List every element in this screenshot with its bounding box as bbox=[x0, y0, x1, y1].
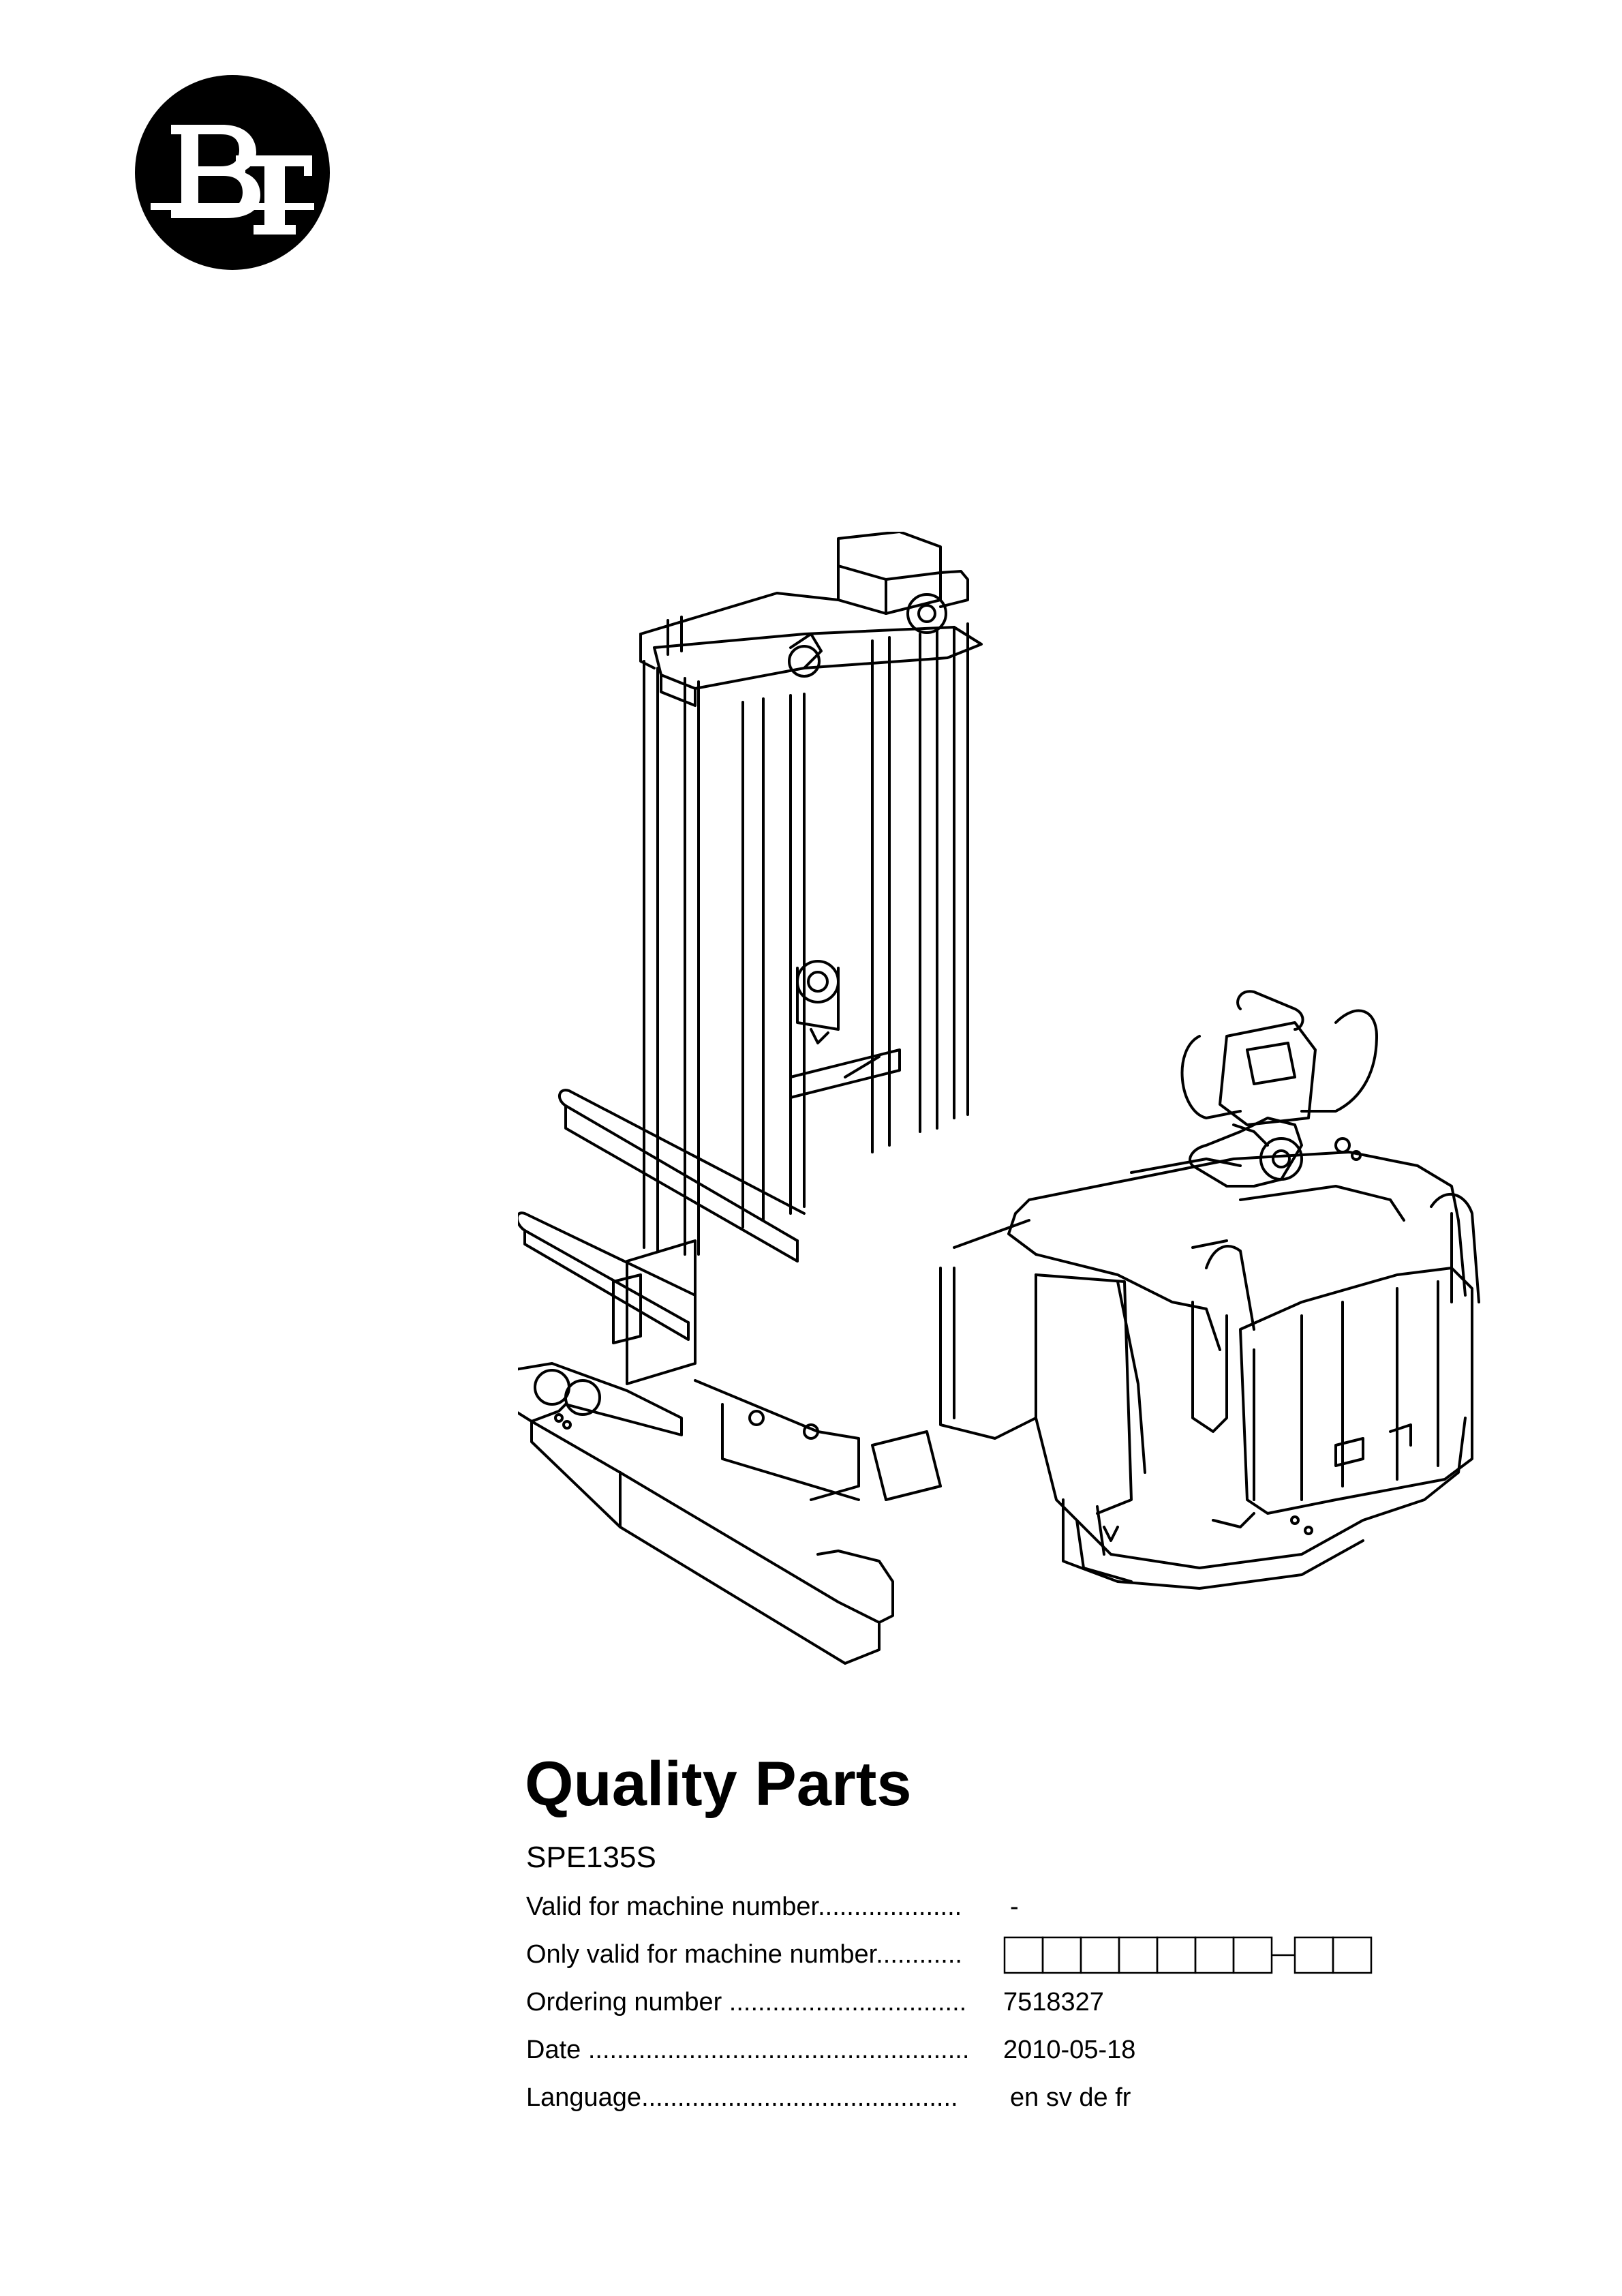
bt-logo bbox=[135, 75, 330, 270]
info-value: en sv de fr bbox=[1010, 2083, 1131, 2112]
pallet-stacker-illustration bbox=[518, 532, 1480, 1665]
info-label: Date ...................................… bbox=[526, 2036, 970, 2064]
info-label: Language................................… bbox=[526, 2083, 958, 2112]
info-value: 2010-05-18 bbox=[1003, 2036, 1136, 2064]
info-label: Valid for machine number................… bbox=[526, 1892, 962, 1921]
info-value: 7518327 bbox=[1003, 1988, 1104, 2016]
info-row-ordering-number: Ordering number ........................… bbox=[526, 1988, 1412, 2026]
info-label: Only valid for machine number...........… bbox=[526, 1940, 962, 1969]
info-row-date: Date ...................................… bbox=[526, 2036, 1412, 2074]
machine-number-boxes bbox=[1003, 1936, 1373, 1974]
info-label: Ordering number ........................… bbox=[526, 1988, 967, 2016]
info-row-language: Language................................… bbox=[526, 2083, 1412, 2121]
info-row-only-valid-machine-number: Only valid for machine number...........… bbox=[526, 1936, 1412, 1978]
document-title: Quality Parts bbox=[525, 1749, 912, 1819]
info-row-valid-machine-number: Valid for machine number................… bbox=[526, 1892, 1412, 1931]
model-number: SPE135S bbox=[526, 1841, 656, 1874]
info-value: - bbox=[1010, 1892, 1019, 1921]
